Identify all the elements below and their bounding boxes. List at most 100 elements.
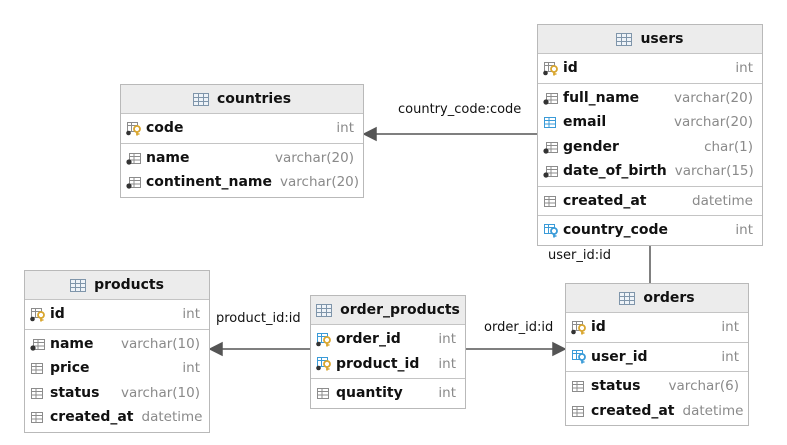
column-name: id [591,319,606,336]
column-type: varchar(6) [668,378,739,395]
column-name: price [50,360,90,377]
column-name: country_code [563,222,669,239]
column-row[interactable]: country_code int [538,218,762,243]
column-type: int [182,360,200,377]
column-section: name varchar(10) price int status varchar(10)… [25,330,209,432]
column-notnull-icon [543,90,560,106]
column-name: email [563,114,607,131]
column-row[interactable]: code int [121,116,363,141]
column-name: product_id [336,355,420,372]
column-name: name [50,335,94,352]
column-name: id [50,306,65,323]
column-type: int [735,222,753,239]
column-type: varchar(20) [280,174,360,191]
column-name: order_id [336,331,401,348]
column-type: int [438,385,456,402]
products-table-title: products [94,277,164,293]
table-icon [316,303,333,317]
products-table-header[interactable]: products [25,271,209,300]
column-name: status [50,384,100,401]
order-products-table-title: order_products [340,302,460,318]
column-row[interactable]: name varchar(10) [25,332,209,357]
column-type: varchar(15) [674,163,754,180]
users-table-header[interactable]: users [538,25,762,54]
column-row[interactable]: status varchar(6) [566,374,748,399]
column-row[interactable]: user_id int [566,345,748,370]
column-type: varchar(10) [120,335,200,352]
primary-key-icon [126,120,143,136]
column-type: int [721,348,739,365]
column-name: status [591,378,641,395]
column-type: varchar(20) [673,114,753,131]
column-name: continent_name [146,174,272,191]
foreign-key-icon [543,222,560,238]
column-icon [571,378,588,394]
relation-label-order-id: order_id:id [484,320,554,335]
order-products-table-header[interactable]: order_products [311,296,465,325]
column-type: varchar(10) [120,384,200,401]
arrowhead-orders [552,341,567,357]
column-name: full_name [563,89,640,106]
relation-label-country-code: country_code:code [398,102,522,117]
column-icon [30,385,47,401]
orders-table-title: orders [643,290,695,306]
column-notnull-icon [126,174,143,190]
column-row[interactable]: status varchar(10) [25,381,209,406]
column-indexed-icon [543,114,560,130]
primary-foreign-key-icon [316,356,333,372]
column-name: name [146,149,190,166]
column-type: varchar(20) [274,149,354,166]
column-row[interactable]: continent_name varchar(20) [121,170,363,195]
users-table-title: users [640,31,684,47]
table-icon [616,32,633,46]
column-name: created_at [563,192,647,209]
column-icon [30,360,47,376]
column-name: user_id [591,348,648,365]
column-name: created_at [50,409,134,426]
column-type: int [438,355,456,372]
countries-table-title: countries [216,91,292,107]
column-type: int [735,60,753,77]
arrowhead-products [208,341,223,357]
column-row[interactable]: product_id int [311,352,465,377]
column-row[interactable]: email varchar(20) [538,110,762,135]
column-name: quantity [336,385,403,402]
column-section: quantity int [311,379,465,408]
column-row[interactable]: name varchar(20) [121,146,363,171]
column-row[interactable]: quantity int [311,381,465,406]
column-type: datetime [682,402,744,419]
foreign-key-icon [571,349,588,365]
column-notnull-icon [543,139,560,155]
orders-table-header[interactable]: orders [566,284,748,313]
relation-label-product-id: product_id:id [216,311,301,326]
column-name: code [146,120,184,137]
table-icon [70,278,87,292]
column-type: int [336,120,354,137]
table-icon [192,92,209,106]
column-type: char(1) [704,138,753,155]
column-icon [30,409,47,425]
column-row[interactable]: price int [25,356,209,381]
countries-table-header[interactable]: countries [121,85,363,114]
